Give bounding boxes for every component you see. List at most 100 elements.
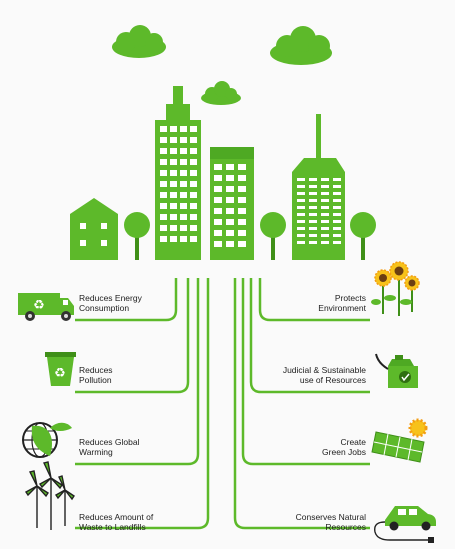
window [321,206,329,209]
house-icon [70,198,118,260]
window [170,181,177,187]
tall-building-icon [155,86,201,260]
window [180,181,187,187]
window [214,175,222,181]
window [226,219,234,225]
window [190,126,197,132]
window [297,227,305,230]
window [321,192,329,195]
window [321,241,329,244]
window [214,219,222,225]
window [321,199,329,202]
window [333,185,341,188]
benefit-label-conserves-resources: Conserves Natural Resources [295,512,366,532]
window [309,241,317,244]
window [180,126,187,132]
right-building-icon [292,114,345,260]
window [180,236,187,242]
electric-car-icon [374,506,436,543]
window [160,148,167,154]
window [180,159,187,165]
green-globe-icon [22,422,72,458]
svg-text:♻: ♻ [54,366,66,381]
window [226,241,234,247]
window [190,225,197,231]
window [190,203,197,209]
window [333,241,341,244]
window [160,170,167,176]
connector-lines [75,278,370,530]
window [180,170,187,176]
window [333,220,341,223]
window [160,159,167,165]
window [297,206,305,209]
window [160,236,167,242]
window [190,236,197,242]
benefit-label-green-jobs: Create Green Jobs [322,437,366,457]
recycling-truck-icon: ♻ [18,293,74,321]
window [333,227,341,230]
window [190,192,197,198]
window [190,214,197,220]
benefit-label-reduces-global-warming: Reduces Global Warming [79,437,140,457]
window [321,213,329,216]
window [170,126,177,132]
benefit-label-reduces-energy: Reduces Energy Consumption [79,293,142,313]
window [214,241,222,247]
window [160,225,167,231]
window [180,203,187,209]
window [309,178,317,181]
window [333,213,341,216]
window [297,199,305,202]
window [321,220,329,223]
window [170,148,177,154]
window [170,225,177,231]
window [238,208,246,214]
window [226,164,234,170]
window [309,227,317,230]
window [321,178,329,181]
window [160,192,167,198]
window [170,236,177,242]
benefit-label-judicial-use: Judicial & Sustainable use of Resources [282,365,366,385]
window [333,199,341,202]
window [297,241,305,244]
window [160,203,167,209]
window [190,181,197,187]
window [309,185,317,188]
window [238,230,246,236]
window [238,186,246,192]
window [180,225,187,231]
window [180,192,187,198]
window [226,208,234,214]
window [170,192,177,198]
window [160,137,167,143]
sunflowers-icon [371,261,420,316]
window [160,214,167,220]
window [214,164,222,170]
window [160,126,167,132]
window [226,175,234,181]
window [309,213,317,216]
window [180,214,187,220]
tree-icon-1 [124,212,150,260]
window [238,175,246,181]
window [214,197,222,203]
window [170,137,177,143]
window [321,227,329,230]
window [170,170,177,176]
wind-turbines-icon [24,461,75,530]
window [321,185,329,188]
tree-icon-2 [260,212,286,260]
tree-icon-3 [350,212,376,260]
benefit-label-reduces-waste: Reduces Amount of Waste to Landfills [79,512,154,532]
window [238,164,246,170]
window [226,230,234,236]
window [190,148,197,154]
window [297,178,305,181]
window [180,148,187,154]
window [214,186,222,192]
cloud-icon-right [270,26,332,65]
benefit-label-reduces-pollution: Reduces Pollution [79,365,113,385]
